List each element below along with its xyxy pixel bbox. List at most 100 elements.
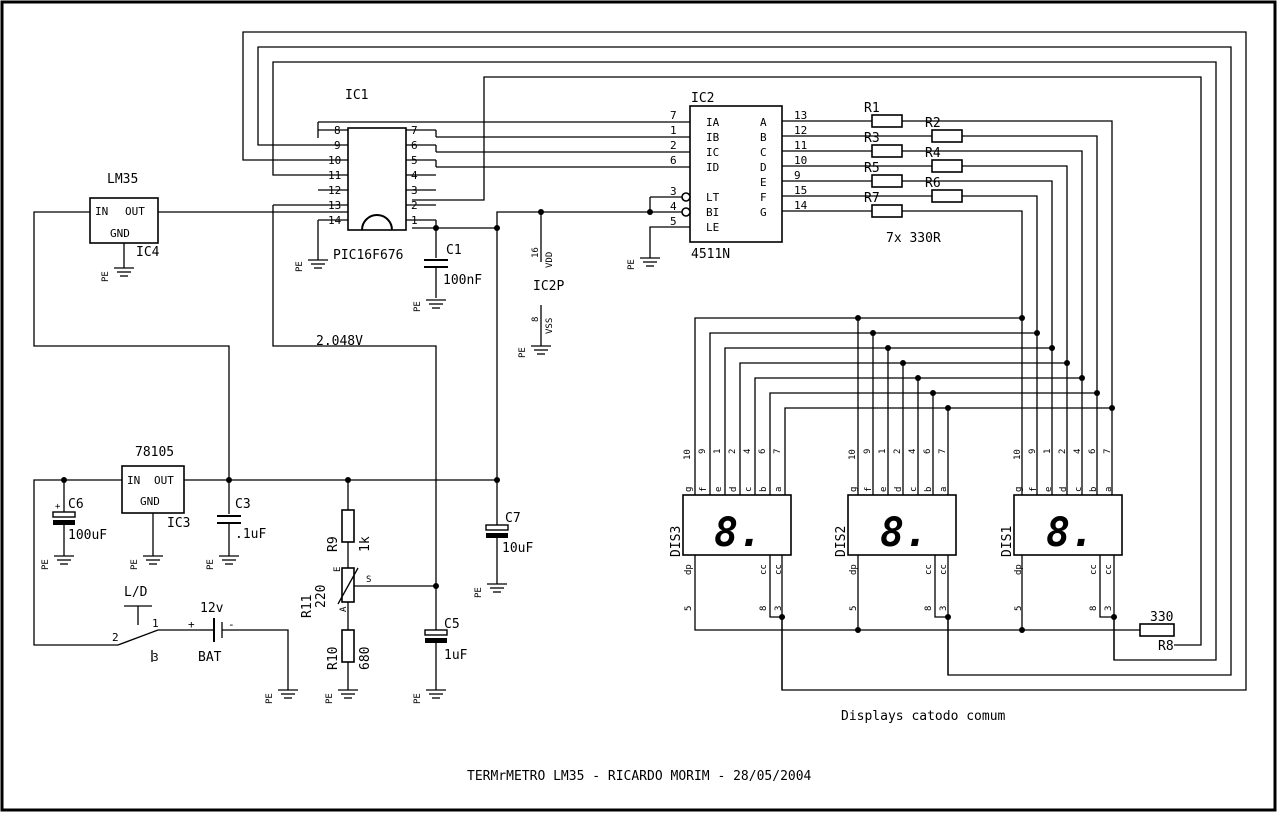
display-pin: 4 (1073, 449, 1083, 454)
ic2-output-pin: 9 (794, 169, 801, 182)
c5-value: 1uF (444, 648, 468, 663)
ic1: IC1 PIC16F676 8 9 10 11 12 13 14 7 6 5 (273, 88, 436, 263)
ground-symbol: PE (295, 258, 328, 272)
ic2-output-pin: 10 (794, 154, 807, 167)
ic2-control-pin: 5 (670, 215, 677, 228)
ic2-input: ID (706, 161, 719, 174)
display-pin: 3 (1104, 606, 1114, 611)
battery-minus: - (228, 618, 235, 631)
ground-label: PE (295, 261, 305, 272)
ic2-output-pin: 13 (794, 109, 807, 122)
ic4: LM35 IN OUT GND IC4 PE (33, 172, 348, 480)
r6-ref: R6 (925, 176, 941, 191)
display-note: Displays catodo comum (841, 709, 1006, 724)
ic2-control: LE (706, 221, 719, 234)
vref-label: 2.048V (316, 334, 363, 349)
display-name: DIS2 (834, 526, 849, 557)
c7-ref: C7 (505, 511, 521, 526)
ic1-pin: 14 (328, 214, 342, 227)
display-pin: 5 (849, 606, 859, 611)
resistor-array-value: 7x 330R (886, 231, 941, 246)
vdd-rail (412, 211, 650, 229)
ic1-part: PIC16F676 (333, 248, 403, 263)
vref-wire (272, 205, 437, 586)
ic2-part: 4511N (691, 247, 730, 262)
battery-label: BAT (198, 650, 222, 665)
display-seg: e (879, 487, 889, 492)
r2-ref: R2 (925, 116, 941, 131)
display-pin: 7 (1103, 449, 1113, 454)
ic4-in: IN (95, 205, 108, 218)
ground-label: PE (474, 587, 484, 598)
display-pin: 5 (684, 606, 694, 611)
battery-voltage: 12v (200, 601, 224, 616)
c5-ref: C5 (444, 617, 460, 632)
capacitor-c3: PE C3 .1uF (206, 480, 266, 570)
display-seg: cc (924, 564, 934, 575)
ic3: 78105 IN OUT GND IC3 PE (33, 445, 500, 646)
ic2-control-pin: 4 (670, 200, 677, 213)
ic2-output-pin: 15 (794, 184, 807, 197)
display-seg: c (744, 487, 754, 492)
ic1-pin: 4 (411, 169, 418, 182)
r7-ref: R7 (864, 191, 880, 206)
display-dis3: 8. DIS3 10 9 1 2 4 6 7 g f e d c b a dp … (669, 449, 1140, 690)
display-seg: cc (939, 564, 949, 575)
ground-label: PE (325, 693, 335, 704)
ic2-input-pin: 2 (670, 139, 677, 152)
ic2-output-pin: 12 (794, 124, 807, 137)
display-pin: 2 (893, 449, 903, 454)
display-seg: b (924, 487, 934, 492)
ic2p: 16 VDD IC2P 8 VSS PE (518, 212, 564, 358)
display-seg: d (1059, 487, 1069, 492)
divider-chain: R9 1k E S A R11 220 R10 680 PE (300, 480, 439, 704)
c6-ref: C6 (68, 497, 84, 512)
ic2-output: E (760, 176, 767, 189)
ic1-pin: 11 (328, 169, 341, 182)
r3-ref: R3 (864, 131, 880, 146)
display-seg: g (1014, 487, 1024, 492)
capacitor-c6: + PE C6 100uF (41, 480, 107, 570)
c6-plus: + (55, 502, 61, 512)
ic2-output: B (760, 131, 767, 144)
r8-value: 330 (1150, 610, 1173, 625)
display-seg: b (759, 487, 769, 492)
ic4-out: OUT (125, 205, 145, 218)
ground-label: PE (627, 259, 637, 270)
display-pin: 10 (1013, 449, 1023, 460)
ic2-control: BI (706, 206, 719, 219)
display-seg: e (1044, 487, 1054, 492)
switch-ld: L/D 2 1 3 (112, 585, 200, 664)
ic2-output-pin: 14 (794, 199, 808, 212)
ic2-input-pin: 6 (670, 154, 677, 167)
display-pin: 7 (938, 449, 948, 454)
display-pin: 8 (924, 606, 934, 611)
display-pin: 10 (683, 449, 693, 460)
display-pin: 3 (939, 606, 949, 611)
display-seg: d (894, 487, 904, 492)
ic1-pin: 5 (411, 154, 418, 167)
r9-ref: R9 (326, 536, 341, 552)
ic2-output: D (760, 161, 767, 174)
ic1-pin: 7 (411, 124, 418, 137)
display-digit: 8. (714, 510, 762, 556)
ic2-input-pin: 1 (670, 124, 677, 137)
ic3-ref: IC3 (167, 516, 190, 531)
ic2-input: IA (706, 116, 720, 129)
ic2-control: LT (706, 191, 720, 204)
ic4-part: LM35 (107, 172, 138, 187)
ic2-output: C (760, 146, 767, 159)
drawing-title: TERMrMETRO LM35 - RICARDO MORIM - 28/05/… (467, 769, 812, 784)
c3-value: .1uF (235, 527, 266, 542)
display-pin: 7 (773, 449, 783, 454)
display-pin: 6 (758, 449, 768, 454)
display-pin: 4 (743, 449, 753, 454)
display-pin: 9 (1028, 449, 1038, 454)
display-seg: dp (849, 564, 859, 575)
display-seg: cc (774, 564, 784, 575)
segment-bus (694, 315, 1115, 495)
ic2-control-pin: 3 (670, 185, 677, 198)
c7-value: 10uF (502, 541, 533, 556)
display-pin: 6 (923, 449, 933, 454)
ground-label: PE (518, 347, 528, 358)
